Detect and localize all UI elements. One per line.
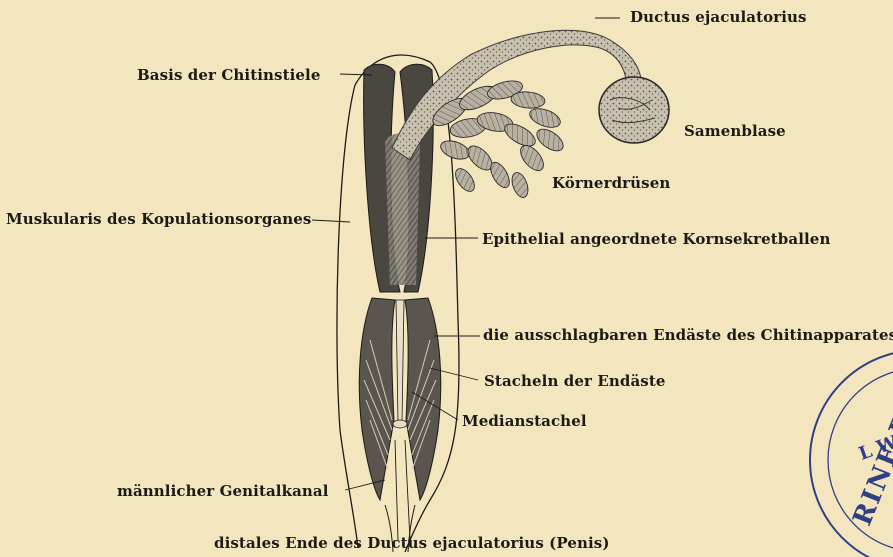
epithelial-column xyxy=(385,133,420,285)
label-ductus-ejaculatorius: Ductus ejaculatorius xyxy=(630,8,807,26)
median-spine xyxy=(396,300,404,422)
label-muskularis: Muskularis des Kopulationsorganes xyxy=(6,210,311,228)
label-epithelial: Epithelial angeordnete Kornsekretballen xyxy=(482,230,830,248)
label-stacheln: Stacheln der Endäste xyxy=(484,372,666,390)
label-genitalkanal: männlicher Genitalkanal xyxy=(117,482,329,500)
stamp-lettering: RINE BIOLO L W xyxy=(800,340,893,557)
label-medianstachel: Medianstachel xyxy=(462,412,587,430)
label-koernerdruesen: Körnerdrüsen xyxy=(552,174,670,192)
endaeste-left xyxy=(359,298,395,500)
samenblase-shape xyxy=(599,77,669,143)
label-samenblase: Samenblase xyxy=(684,122,786,140)
label-basis-chitinstiele: Basis der Chitinstiele xyxy=(137,66,321,84)
label-distales-ende: distales Ende des Ductus ejaculatorius (… xyxy=(214,534,610,552)
